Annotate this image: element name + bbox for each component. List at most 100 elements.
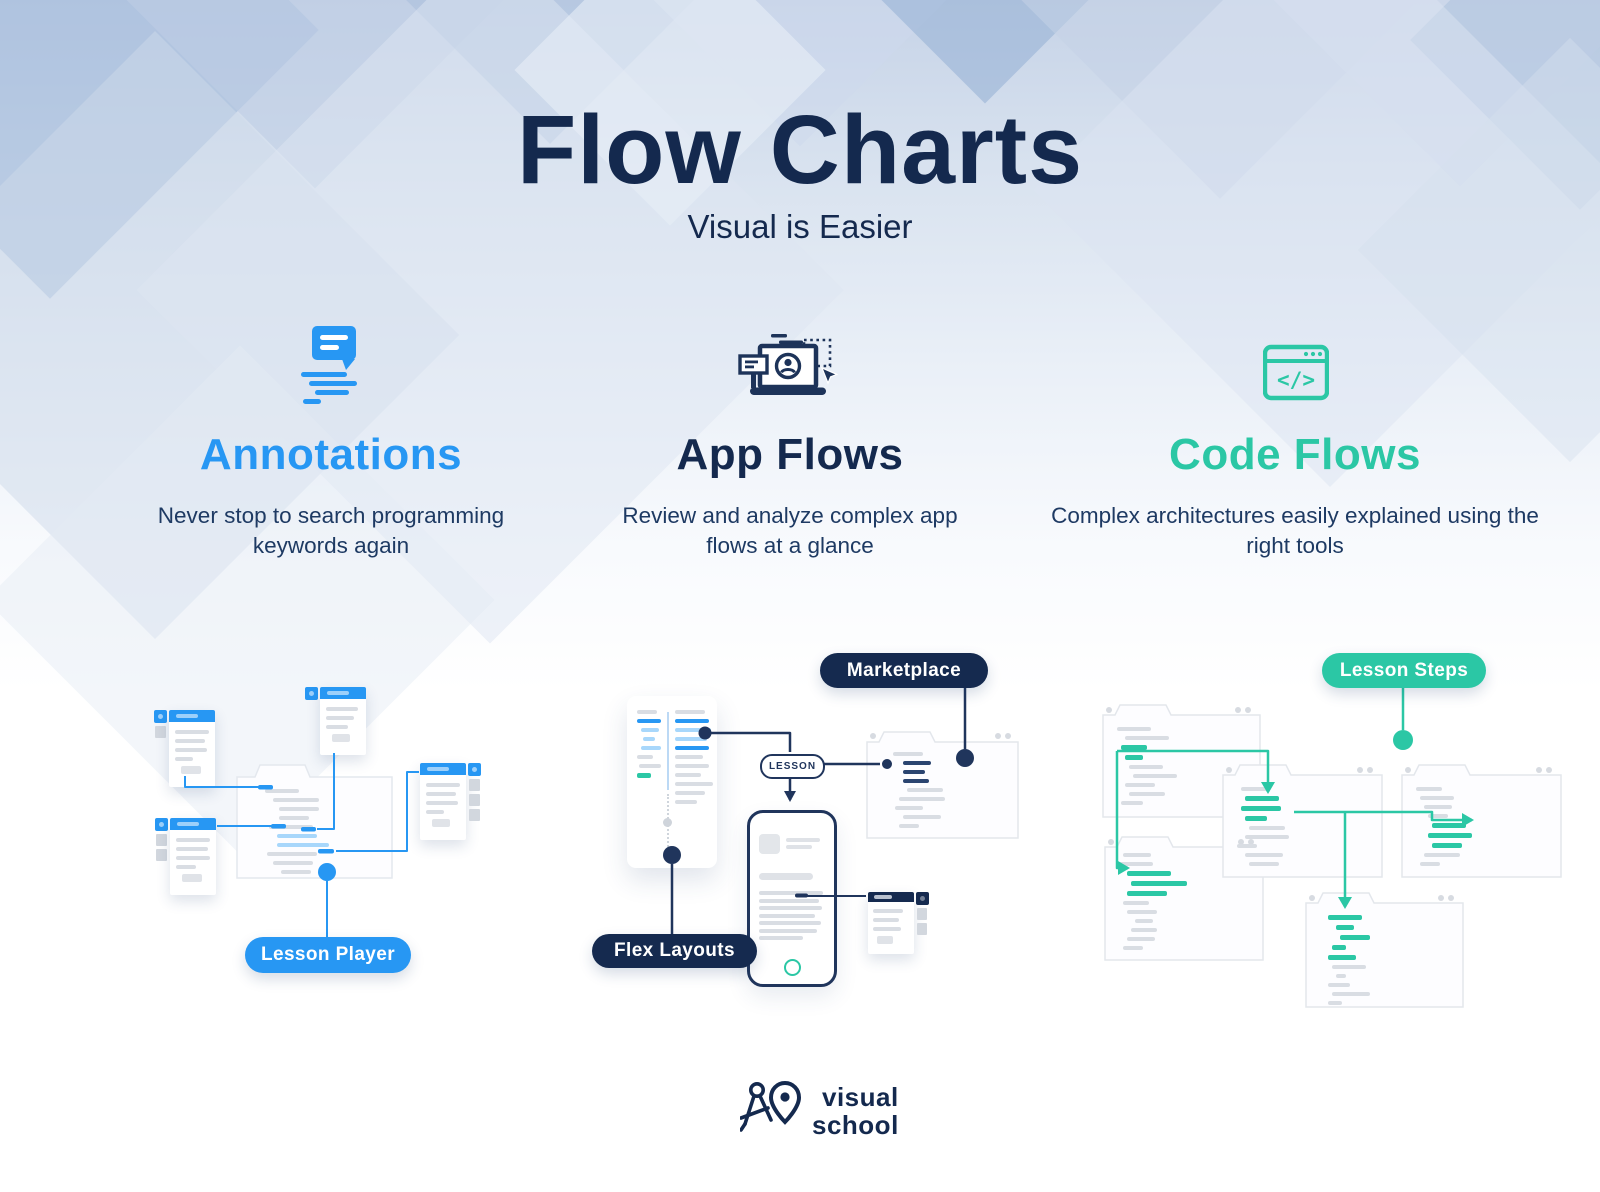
skeleton-line <box>675 728 711 732</box>
skeleton-line <box>175 730 209 734</box>
skeleton-line <box>873 927 901 931</box>
skeleton-line <box>326 707 358 711</box>
skeleton-line <box>639 764 661 768</box>
skeleton-line <box>877 936 893 944</box>
skeleton-line <box>1332 992 1370 996</box>
marketplace-label: Marketplace <box>820 653 988 688</box>
page-title: Flow Charts <box>516 95 1084 204</box>
skeleton-line <box>903 761 931 765</box>
annotations-connector-layer <box>184 753 419 937</box>
skeleton-line <box>175 739 205 743</box>
skeleton-line <box>426 792 456 796</box>
code-skeleton <box>1416 787 1547 871</box>
skeleton-line <box>1428 833 1472 838</box>
skeleton-line <box>903 770 925 774</box>
skeleton-line <box>637 719 661 723</box>
skeleton-line <box>1241 806 1281 811</box>
skeleton-line <box>1127 910 1157 914</box>
skeleton-line <box>1245 853 1283 857</box>
skeleton-line <box>269 825 313 829</box>
skeleton-line <box>903 779 929 783</box>
skeleton-line <box>675 791 705 795</box>
skeleton-line <box>1125 783 1155 787</box>
skeleton-line <box>1125 755 1143 760</box>
layout-panel-card <box>627 696 717 868</box>
skeleton-line <box>759 913 815 918</box>
skeleton-line <box>1328 955 1356 960</box>
skeleton-line <box>1241 787 1269 791</box>
skeleton-line <box>1328 983 1350 987</box>
skeleton-line <box>426 810 444 814</box>
skeleton-line <box>176 847 208 851</box>
skeleton-line <box>176 838 210 842</box>
code-skeleton <box>1320 915 1449 1010</box>
skeleton-line <box>273 861 313 865</box>
skeleton-line <box>1127 891 1167 896</box>
skeleton-line <box>907 788 943 792</box>
skeleton-line <box>1249 826 1285 830</box>
skeleton-line <box>181 766 201 774</box>
skeleton-line <box>1249 862 1279 866</box>
skeleton-line <box>675 746 709 750</box>
skeleton-line <box>182 874 202 882</box>
skeleton-line <box>1332 965 1366 969</box>
column-desc-annotations: Never stop to search programming keyword… <box>157 503 505 558</box>
compass-pin-logo-icon <box>740 1080 802 1132</box>
brand-line1: visual <box>822 1082 899 1112</box>
skeleton-line <box>1121 745 1147 750</box>
skeleton-line <box>1336 974 1346 978</box>
skeleton-line <box>326 716 354 720</box>
skeleton-line <box>1328 1001 1342 1005</box>
flex-layouts-label: Flex Layouts <box>592 934 757 968</box>
skeleton-line <box>1135 919 1153 923</box>
skeleton-line <box>277 834 317 838</box>
skeleton-line <box>675 764 709 768</box>
skeleton-line <box>1432 823 1466 828</box>
skeleton-line <box>675 737 707 741</box>
skeleton-line <box>277 843 329 847</box>
skeleton-line <box>281 870 311 874</box>
skeleton-line <box>1237 844 1257 848</box>
skeleton-line <box>641 746 661 750</box>
column-desc-app-flows: Review and analyze complex app flows at … <box>622 503 958 558</box>
column-title-app-flows: App Flows <box>676 430 904 479</box>
skeleton-line <box>1332 945 1346 950</box>
skeleton-line <box>273 798 319 802</box>
skeleton-line <box>1245 816 1267 821</box>
skeleton-line <box>426 801 458 805</box>
skeleton-line <box>675 773 701 777</box>
skeleton-line <box>1420 862 1440 866</box>
code-window-icon: </> <box>1263 344 1329 401</box>
skeleton-line <box>637 755 653 759</box>
skeleton-line <box>873 918 899 922</box>
skeleton-line <box>1129 765 1163 769</box>
skeleton-line <box>1432 843 1462 848</box>
skeleton-line <box>1245 796 1279 801</box>
skeleton-line <box>432 819 450 827</box>
skeleton-line <box>1336 925 1354 930</box>
skeleton-line <box>675 755 703 759</box>
skeleton-line <box>175 757 193 761</box>
skeleton-line <box>175 748 207 752</box>
phone-mockup <box>747 810 837 987</box>
skeleton-line <box>1340 935 1370 940</box>
page-subtitle: Visual is Easier <box>687 208 913 245</box>
skeleton-line <box>643 737 655 741</box>
brand-wordmark: visual school <box>812 1082 899 1139</box>
skeleton-line <box>1123 946 1143 950</box>
lesson-player-label: Lesson Player <box>245 937 411 973</box>
skeleton-line <box>759 936 803 940</box>
code-flows-connector-layer <box>1115 688 1474 909</box>
app-flows-diagram: LESSON Marketplace Flex Layouts <box>570 620 1030 1000</box>
skeleton-line <box>759 898 819 903</box>
skeleton-line <box>1416 787 1442 791</box>
skeleton-line <box>1424 853 1460 857</box>
app-flows-folder-layer <box>866 731 1019 839</box>
skeleton-line <box>759 891 823 895</box>
skeleton-line <box>265 789 299 793</box>
column-title-annotations: Annotations <box>199 430 463 479</box>
skeleton-line <box>899 797 945 801</box>
skeleton-line <box>267 852 317 856</box>
skeleton-line <box>675 710 705 714</box>
